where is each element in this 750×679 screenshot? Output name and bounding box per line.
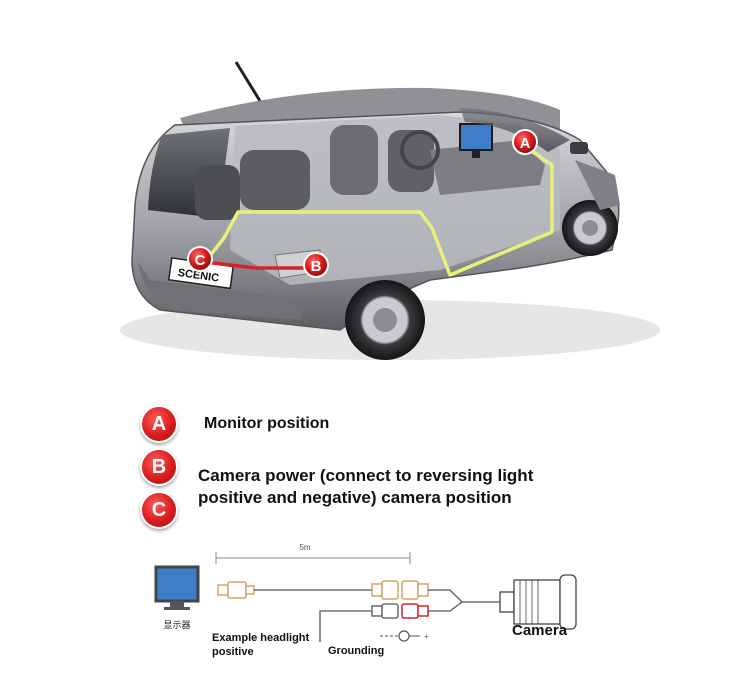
legend-item-b: B: [140, 448, 178, 486]
camera-label: Camera: [512, 622, 568, 639]
length-label: 5m: [299, 543, 310, 552]
marker-c: C: [187, 246, 213, 272]
legend-item-a: A Monitor position: [140, 405, 329, 443]
marker-c-letter: C: [195, 252, 206, 269]
video-cable-route: [203, 148, 554, 277]
dashboard: [430, 140, 545, 195]
rear-seat: [240, 150, 310, 210]
car-illustration: SCENIC A B C: [120, 61, 660, 360]
legend-text-bc: Camera power (connect to reversing light…: [198, 465, 533, 509]
wiring-diagram: 5m 显示器: [154, 543, 577, 642]
side-mirror: [570, 142, 588, 154]
front-seat: [330, 125, 378, 195]
marker-b: B: [303, 252, 329, 278]
power-plug-middle-bottom: [371, 603, 429, 619]
badge-b: B: [140, 448, 178, 486]
marker-a: A: [512, 129, 538, 155]
monitor-stand: [472, 150, 480, 158]
power-cable-route: [204, 260, 310, 270]
front-seat-2: [388, 130, 434, 192]
front-wheel-hub: [582, 220, 598, 236]
legend-text-c: positive and negative) camera position: [198, 488, 512, 507]
svg-text:+: +: [424, 632, 429, 641]
front-bumper: [575, 160, 620, 210]
legend-text-b: Camera power (connect to reversing light: [198, 466, 534, 485]
monitor-icon: [154, 565, 200, 610]
badge-c: C: [140, 491, 178, 529]
rear-wheel-hub: [373, 308, 397, 332]
monitor-screen: [459, 123, 493, 151]
marker-b-letter: B: [311, 258, 322, 275]
headlight-wire: [319, 610, 372, 642]
legend-item-c: C: [140, 491, 178, 529]
headlight-label-2: positive: [212, 646, 254, 658]
grounding-label: Grounding: [328, 645, 385, 657]
monitor-label: 显示器: [163, 620, 190, 631]
rca-plug-left: [217, 581, 255, 599]
headlight-label-1: Example headlight: [212, 632, 310, 644]
badge-a: A: [140, 405, 178, 443]
rear-bumper: [138, 262, 305, 320]
legend-text-a: Monitor position: [204, 415, 330, 432]
license-plate-text: SCENIC: [177, 267, 220, 285]
windshield: [460, 108, 570, 152]
steering-wheel: [400, 130, 440, 170]
marker-a-letter: A: [520, 135, 531, 152]
car-roof: [180, 87, 560, 140]
rear-seat-2: [195, 165, 240, 220]
grounding-symbol: +: [380, 630, 429, 642]
camera-cable: [428, 589, 500, 603]
rca-plug-middle-top: [371, 580, 429, 600]
camera-icon: [499, 574, 577, 630]
